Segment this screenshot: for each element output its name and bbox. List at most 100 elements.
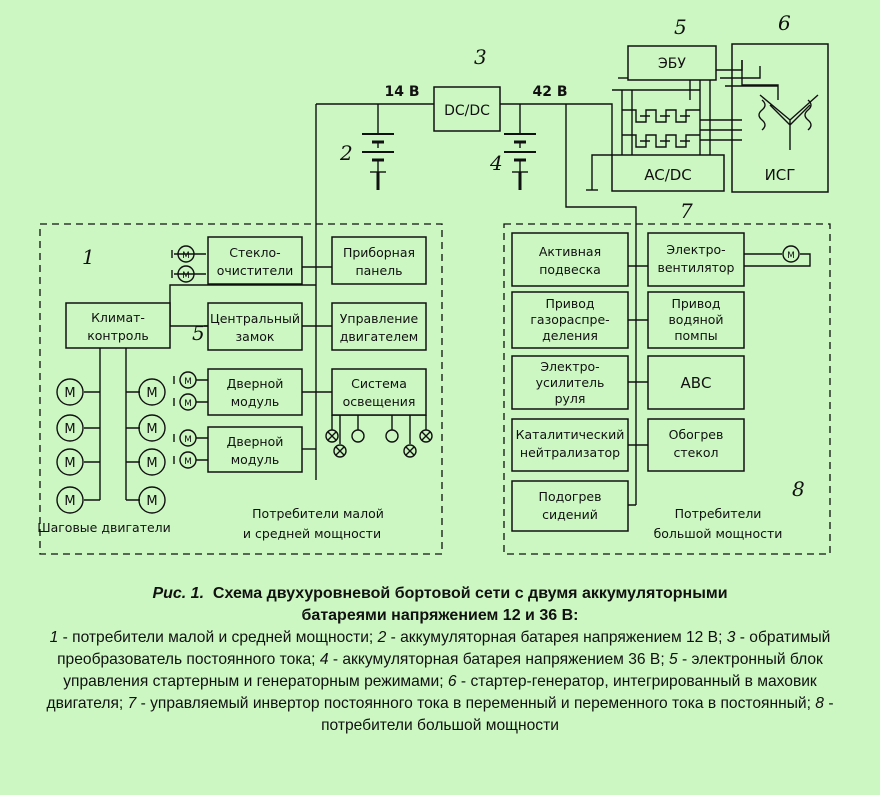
wipers-label-1: Стекло- (229, 245, 280, 260)
water-pump-box (647, 291, 745, 349)
dashboard-box (331, 236, 427, 285)
wipers-label-2: очистители (217, 263, 294, 278)
caption-title: Рис. 1. Схема двухуровневой бортовой сет… (30, 583, 850, 627)
central-lock-box (207, 302, 303, 351)
ecu-label: ЭБУ (658, 56, 686, 72)
legend-text: - аккумуляторная батарея напряжением 12 … (386, 629, 727, 646)
legend-text: - потребители малой и средней мощности; (58, 629, 378, 646)
power-steering-label-2: усилитель (536, 375, 605, 390)
legend-num: 7 (127, 695, 137, 712)
voltage-14: 14 В (384, 84, 419, 100)
legend-num: 1 (49, 629, 59, 646)
power-steering-label-1: Электро- (540, 359, 599, 374)
ref-number-6: 6 (778, 11, 791, 35)
valve-drive-label-3: деления (542, 328, 598, 343)
catalytic-label-1: Каталитический (516, 427, 625, 442)
engine-control-label-1: Управление (340, 311, 419, 326)
fan-label-2: вентилятор (657, 260, 734, 275)
legend-text: - электронный блок управления стартерным… (63, 651, 823, 690)
low-group-label-2: и средней мощности (243, 526, 381, 541)
legend-num: 6 (447, 673, 457, 690)
central-lock-label-2: замок (236, 329, 275, 344)
svg-text:М: М (184, 435, 192, 445)
door-module-2-label-1: Дверной (227, 434, 284, 449)
dcdc-box (433, 86, 501, 132)
water-pump-label-2: водяной (668, 312, 723, 327)
fan-motor-icon: М (782, 245, 800, 263)
dashboard-label-1: Приборная (343, 245, 415, 260)
figure-label: Рис. 1. (152, 585, 205, 602)
svg-text:М: М (146, 422, 157, 437)
stepper-motors-label: Шаговые двигатели (37, 520, 171, 535)
water-pump-label-1: Привод (671, 296, 720, 311)
svg-text:М: М (184, 377, 192, 387)
svg-text:М: М (64, 422, 75, 437)
battery-12v-icon (362, 133, 394, 190)
lamp-icons (325, 429, 433, 458)
ref-number-5-mid: 5 (192, 321, 205, 345)
door-module-1-box (207, 368, 303, 416)
glass-heating-label-1: Обогрев (669, 427, 724, 442)
isg-box (731, 43, 829, 193)
power-steering-box (511, 355, 629, 410)
door-module-1-label-2: модуль (231, 394, 279, 409)
low-group-label-1: Потребители малой (252, 506, 384, 521)
legend-num: 2 (377, 629, 387, 646)
valve-drive-label-1: Привод (545, 296, 594, 311)
caption-title-line1: Схема двухуровневой бортовой сети с двум… (212, 585, 728, 602)
ref-number-7: 7 (680, 199, 693, 223)
valve-drive-box (511, 291, 629, 349)
svg-text:М: М (64, 456, 75, 471)
svg-text:М: М (182, 251, 190, 261)
svg-text:М: М (182, 271, 190, 281)
wiring-diagram: ЭБУ AC/DC ИСГ DC/DC 14 В 42 В 3 5 6 2 4 (37, 11, 831, 555)
ref-number-4: 4 (489, 151, 503, 175)
active-suspension-label-2: подвеска (539, 262, 601, 277)
abs-label: АВС (680, 374, 711, 392)
svg-text:М: М (787, 251, 795, 261)
abs-box (647, 355, 745, 410)
ref-number-8: 8 (792, 477, 805, 501)
engine-control-box (331, 302, 427, 351)
svg-text:М: М (184, 457, 192, 467)
engine-control-label-2: двигателем (340, 329, 418, 344)
door-module-2-box (207, 426, 303, 473)
svg-text:М: М (146, 494, 157, 509)
legend-num: 5 (668, 651, 678, 668)
catalytic-converter-box (511, 418, 629, 472)
acdc-label: AC/DC (644, 166, 692, 184)
climate-label-1: Климат- (91, 310, 145, 325)
electro-fan-box (647, 232, 745, 287)
acdc-box (611, 154, 725, 192)
small-motor-icons: М М М М М М (171, 245, 197, 469)
dcdc-label: DC/DC (444, 103, 490, 119)
svg-text:М: М (184, 399, 192, 409)
ref-number-2: 2 (339, 141, 353, 165)
legend-num: 3 (726, 629, 736, 646)
climate-label-2: контроль (87, 328, 149, 343)
svg-text:М: М (146, 456, 157, 471)
high-group-label-1: Потребители (675, 506, 762, 521)
lighting-label-2: освещения (343, 394, 416, 409)
svg-text:М: М (64, 494, 75, 509)
legend-text: - управляемый инвертор постоянного тока … (136, 695, 816, 712)
ref-number-5-top: 5 (674, 15, 687, 39)
lighting-label-1: Система (351, 376, 407, 391)
legend-text: - стартер-генератор, интегрированный в м… (46, 673, 817, 712)
active-suspension-label-1: Активная (539, 244, 601, 259)
valve-drive-label-2: газораспре- (530, 312, 609, 327)
glass-heating-box (647, 418, 745, 472)
voltage-42: 42 В (532, 84, 567, 100)
ref-number-3: 3 (474, 45, 487, 69)
main-bus (315, 60, 778, 505)
low-power-group-frame (39, 223, 443, 555)
ecu-box (627, 45, 717, 81)
legend-num: 8 (815, 695, 824, 712)
battery-36v-icon (504, 133, 536, 190)
caption-title-line2: батареями напряжением 12 и 36 В: (301, 607, 579, 624)
central-lock-label-1: Центральный (210, 311, 300, 326)
svg-text:М: М (146, 386, 157, 401)
legend-text: - аккумуляторная батарея напряжением 36 … (328, 651, 669, 668)
wipers-box (207, 236, 303, 285)
door-module-1-label-1: Дверной (227, 376, 284, 391)
